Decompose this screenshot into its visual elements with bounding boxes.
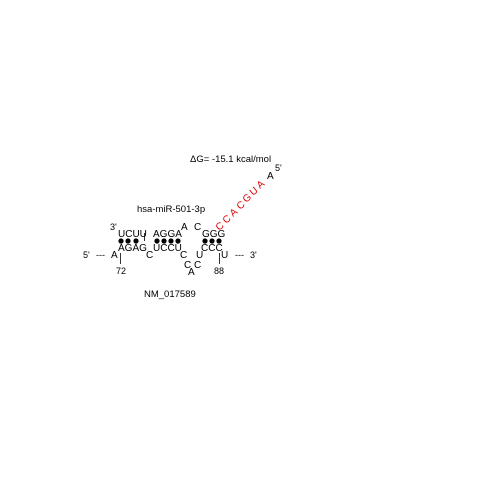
mirna-5prime-end: 5' [275, 163, 282, 173]
mirna-last-base: A [267, 171, 274, 182]
mirna-name: hsa-miR-501-3p [137, 204, 205, 215]
pair-dot [161, 238, 167, 244]
target-group-2: UCCU [153, 243, 182, 254]
target-loop-1: C [180, 250, 187, 261]
target-dash-left: --- [96, 250, 105, 260]
base-pair-dots [118, 238, 222, 244]
target-first-base: A [111, 250, 118, 261]
target-name: NM_017589 [144, 289, 196, 300]
pair-dot [202, 238, 208, 244]
pair-dot [133, 238, 139, 244]
target-5prime-end: 5' [83, 250, 90, 260]
target-bulge-u: U [196, 250, 203, 261]
pair-dot [154, 238, 160, 244]
target-loop-3: A [188, 267, 195, 278]
target-3prime-end: 3' [250, 250, 257, 260]
target-bulge-c: C [146, 250, 153, 261]
target-dash-right: --- [235, 250, 244, 260]
mirna-group-2: AGGA [153, 229, 182, 240]
target-group-1: AGAG [118, 243, 147, 254]
position-start: 72 [116, 266, 126, 276]
mirna-group-1: UCUU [118, 229, 147, 240]
pair-dot [125, 238, 131, 244]
target-group-3: CCC [201, 243, 223, 254]
mirna-bulge-a: A [181, 222, 188, 233]
mirna-3prime-end: 3' [110, 222, 117, 232]
target-loop-4: C [194, 260, 201, 271]
free-energy-label: ΔG= -15.1 kcal/mol [190, 154, 271, 165]
pair-dot [209, 238, 215, 244]
pair-dot [118, 238, 124, 244]
mirna-bulge-c: C [194, 222, 201, 233]
pair-dot [175, 238, 181, 244]
position-end: 88 [214, 266, 224, 276]
mirna-group-3: GGG [202, 229, 226, 240]
pair-dot [216, 238, 222, 244]
pair-dot [168, 238, 174, 244]
target-last-base: U [221, 250, 228, 261]
target-loop-2: C [184, 260, 191, 271]
